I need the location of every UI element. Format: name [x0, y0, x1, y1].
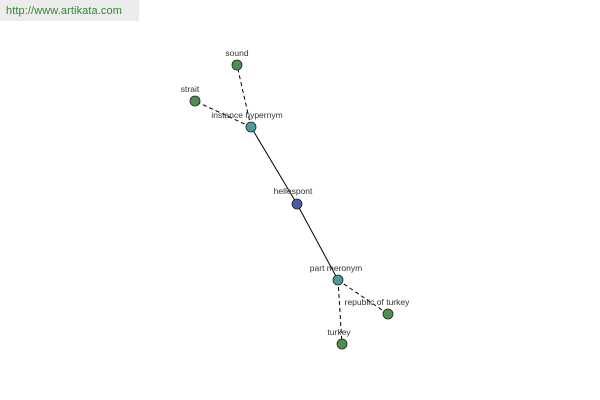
- edge-part-meronym-to-turkey: [337, 279, 343, 345]
- node-sound[interactable]: sound: [225, 48, 249, 71]
- node-label-sound: sound: [225, 48, 248, 58]
- watermark: http://www.artikata.com: [0, 0, 139, 21]
- node-turkey[interactable]: turkey: [327, 327, 351, 350]
- graph-edges: [194, 64, 389, 345]
- edge-instance-hypernym-to-strait: [194, 100, 252, 128]
- node-label-strait: strait: [181, 84, 200, 94]
- node-circle-strait[interactable]: [189, 95, 201, 107]
- edge-hellespont-to-instance-hypernym: [250, 126, 298, 205]
- node-circle-sound[interactable]: [231, 59, 243, 71]
- node-label-part-meronym: part meronym: [310, 263, 362, 273]
- node-circle-instance-hypernym[interactable]: [245, 121, 257, 133]
- node-hellespont[interactable]: hellespont: [274, 186, 313, 210]
- node-strait[interactable]: strait: [181, 84, 201, 107]
- edge-instance-hypernym-to-sound: [236, 64, 252, 128]
- node-label-turkey: turkey: [327, 327, 351, 337]
- node-circle-republic-of-turkey[interactable]: [382, 308, 394, 320]
- edge-hellespont-to-part-meronym: [296, 203, 339, 281]
- node-label-hellespont: hellespont: [274, 186, 313, 196]
- node-instance-hypernym[interactable]: instance hypernym: [211, 110, 283, 133]
- node-circle-turkey[interactable]: [336, 338, 348, 350]
- node-part-meronym[interactable]: part meronym: [310, 263, 362, 286]
- node-circle-part-meronym[interactable]: [332, 274, 344, 286]
- graph-nodes: hellespont instance hypernym part meronym s…: [181, 48, 410, 350]
- edge-part-meronym-to-republic-of-turkey: [337, 279, 389, 315]
- node-label-instance-hypernym: instance hypernym: [211, 110, 282, 120]
- watermark-url: http://www.artikata.com: [6, 4, 123, 17]
- node-circle-hellespont[interactable]: [291, 198, 303, 210]
- node-label-republic-of-turkey: republic of turkey: [345, 297, 410, 307]
- node-republic-of-turkey[interactable]: republic of turkey: [345, 297, 410, 320]
